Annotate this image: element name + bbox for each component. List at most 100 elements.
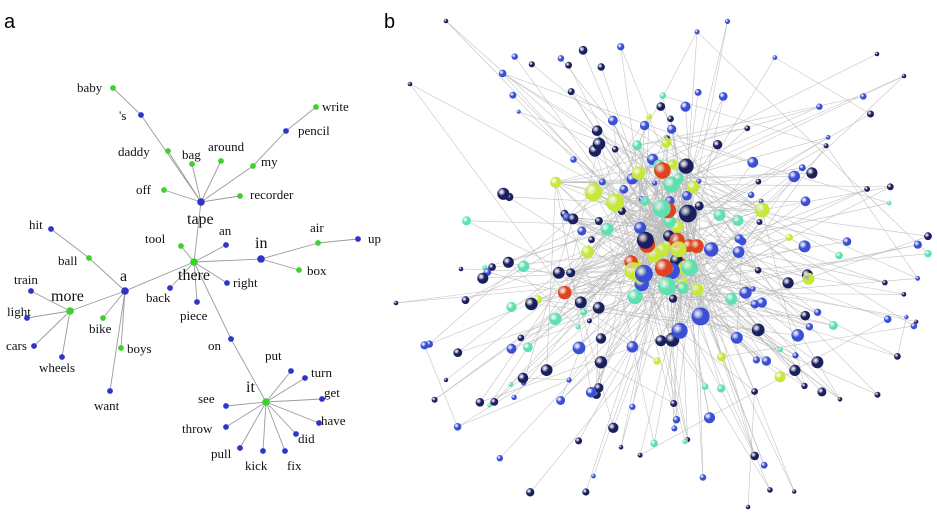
network-node <box>670 400 678 407</box>
network-edge <box>685 267 796 371</box>
network-node <box>682 190 692 201</box>
node-turn <box>302 375 308 381</box>
network-node <box>594 217 603 225</box>
network-edge <box>555 182 599 308</box>
network-node <box>754 267 762 274</box>
network-node <box>798 164 806 172</box>
network-node <box>701 383 709 390</box>
network-node <box>585 387 597 398</box>
network-node <box>886 200 892 206</box>
network-node <box>640 196 650 206</box>
word-label-pull: pull <box>211 446 232 461</box>
network-edge <box>615 75 905 203</box>
network-edge <box>762 186 891 211</box>
edge-it-pull <box>239 401 267 449</box>
node-write <box>313 104 319 110</box>
network-node <box>751 323 765 337</box>
word-label-pencil: pencil <box>298 123 330 138</box>
network-node <box>659 92 667 99</box>
network-node <box>557 285 572 300</box>
edge-it-fix <box>265 401 286 452</box>
network-node <box>639 120 650 131</box>
network-edge <box>697 289 757 361</box>
network-edge <box>697 244 918 290</box>
node-pull <box>237 445 243 451</box>
network-node <box>725 292 738 305</box>
node-fix <box>282 448 288 454</box>
network-edge <box>466 220 571 274</box>
network-node <box>682 438 688 445</box>
network-node <box>667 124 677 134</box>
node-baby <box>110 85 116 91</box>
network-node <box>650 439 658 448</box>
edge-it-turn <box>265 377 306 403</box>
node-piece <box>194 299 200 305</box>
network-node <box>864 186 870 192</box>
network-edge <box>680 21 728 263</box>
network-node <box>792 352 799 359</box>
network-node <box>806 167 818 179</box>
network-node <box>717 352 727 362</box>
network-edge <box>662 249 904 295</box>
edge-there-a <box>124 261 195 292</box>
network-edge <box>736 241 743 338</box>
edge-tape-my <box>200 165 254 203</box>
network-node <box>508 381 514 387</box>
network-node <box>516 109 521 114</box>
network-node <box>552 266 565 279</box>
network-edge <box>643 273 686 442</box>
node-off <box>161 187 167 193</box>
network-edge <box>667 285 898 357</box>
network-node <box>581 245 594 259</box>
network-node <box>680 101 691 112</box>
word-label-right: right <box>233 275 258 290</box>
network-node <box>591 473 596 479</box>
network-node <box>914 319 919 324</box>
network-edge <box>489 159 653 406</box>
network-node <box>792 489 797 494</box>
network-node <box>747 191 755 199</box>
network-edge <box>606 229 655 444</box>
edge-there-in <box>193 258 262 263</box>
network-edge <box>429 128 672 345</box>
network-edge <box>634 296 701 317</box>
edge-it-did <box>265 401 297 435</box>
network-edge <box>429 249 663 345</box>
network-node <box>566 377 572 383</box>
node-right <box>224 280 230 286</box>
word-label-my: my <box>261 154 278 169</box>
edge-more-wheels <box>61 310 71 358</box>
network-node <box>894 353 901 360</box>
word-label-s: 's <box>119 108 126 123</box>
network-node <box>567 213 579 225</box>
network-edge <box>479 330 680 403</box>
network-edge <box>395 267 664 304</box>
network-node <box>528 61 535 68</box>
network-node <box>774 371 786 383</box>
network-node <box>584 183 603 202</box>
network-edge <box>457 379 570 428</box>
edge-tape-s <box>140 114 202 203</box>
network-node <box>637 452 643 458</box>
network-node <box>574 296 587 309</box>
network-node <box>842 237 852 246</box>
network-node <box>782 277 794 289</box>
network-edge <box>593 192 789 284</box>
network-node <box>671 425 678 432</box>
network-edge <box>508 262 579 328</box>
node-put <box>288 368 294 374</box>
edge-a-bike <box>102 290 126 319</box>
node-have <box>316 420 322 426</box>
network-node <box>745 504 751 510</box>
network-node <box>634 221 647 234</box>
word-label-around: around <box>208 139 245 154</box>
node-train <box>28 288 34 294</box>
network-node <box>761 356 772 366</box>
network-edge <box>457 184 672 353</box>
network-node <box>653 357 661 365</box>
network-node <box>592 137 606 151</box>
network-node <box>813 308 822 316</box>
network-node <box>802 272 815 285</box>
word-label-box: box <box>307 263 327 278</box>
